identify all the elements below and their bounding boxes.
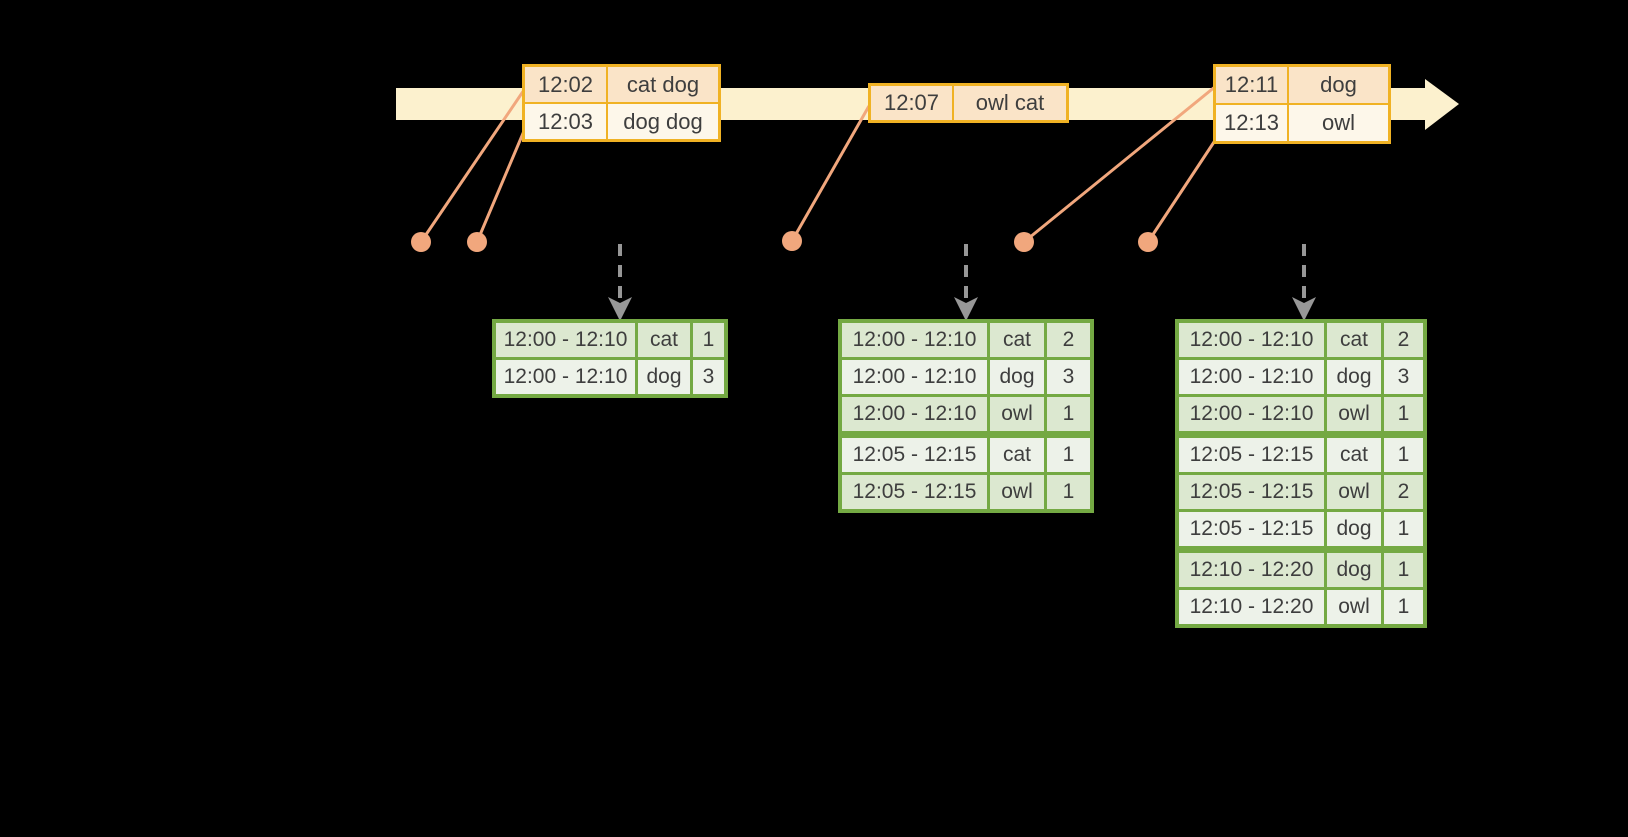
event-dot (411, 232, 431, 252)
connector-line (419, 89, 526, 243)
event-dot (467, 232, 487, 252)
cell-word: owl (990, 475, 1047, 509)
cell-window: 12:00 - 12:10 (1179, 323, 1327, 357)
cell-window: 12:10 - 12:20 (1179, 553, 1327, 587)
cell-window: 12:05 - 12:15 (842, 475, 990, 509)
event-dot (1138, 232, 1158, 252)
cell-time: 12:03 (525, 104, 608, 139)
cell-words: cat dog (608, 67, 718, 102)
cell-word: owl (990, 397, 1047, 431)
timeline-arrowhead-icon (1425, 79, 1459, 130)
cell-count: 3 (1047, 360, 1090, 394)
cell-time: 12:07 (871, 86, 954, 120)
cell-window: 12:10 - 12:20 (1179, 590, 1327, 624)
cell-count: 1 (1384, 553, 1423, 587)
cell-words: owl cat (954, 86, 1066, 120)
cell-time: 12:02 (525, 67, 608, 102)
cell-word: dog (990, 360, 1047, 394)
cell-word: cat (638, 323, 693, 357)
event-dots (411, 231, 1158, 252)
cell-window: 12:00 - 12:10 (842, 397, 990, 431)
cell-time: 12:13 (1216, 105, 1289, 141)
cell-count: 1 (1384, 397, 1423, 431)
cell-words: dog dog (608, 104, 718, 139)
cell-words: dog (1289, 67, 1388, 103)
cell-word: owl (1327, 475, 1384, 509)
cell-count: 1 (693, 323, 724, 357)
cell-count: 1 (1047, 475, 1090, 509)
cell-count: 3 (1384, 360, 1423, 394)
cell-window: 12:00 - 12:10 (842, 360, 990, 394)
cell-window: 12:00 - 12:10 (496, 323, 638, 357)
cell-count: 2 (1047, 323, 1090, 357)
cell-count: 2 (1384, 323, 1423, 357)
cell-word: dog (638, 360, 693, 394)
event-dot (1014, 232, 1034, 252)
cell-time: 12:11 (1216, 67, 1289, 103)
trigger-arrowhead-icon (1292, 297, 1316, 321)
event-dot (782, 231, 802, 251)
cell-window: 12:00 - 12:10 (1179, 397, 1327, 431)
cell-word: dog (1327, 512, 1384, 546)
cell-word: cat (1327, 323, 1384, 357)
cell-word: cat (1327, 438, 1384, 472)
cell-window: 12:00 - 12:10 (496, 360, 638, 394)
cell-count: 2 (1384, 475, 1423, 509)
cell-window: 12:05 - 12:15 (1179, 438, 1327, 472)
cell-word: owl (1327, 397, 1384, 431)
cell-window: 12:05 - 12:15 (1179, 512, 1327, 546)
connector-line (1023, 84, 1217, 244)
connector-line (1146, 138, 1218, 243)
cell-word: dog (1327, 553, 1384, 587)
trigger-arrowhead-icon (954, 297, 978, 321)
trigger-arrows (608, 244, 1316, 321)
connector-line (790, 105, 871, 242)
connector-line (475, 130, 526, 243)
cell-count: 1 (1047, 397, 1090, 431)
cell-count: 3 (693, 360, 724, 394)
cell-count: 1 (1384, 512, 1423, 546)
cell-words: owl (1289, 105, 1388, 141)
cell-window: 12:05 - 12:15 (842, 438, 990, 472)
cell-word: owl (1327, 590, 1384, 624)
cell-count: 1 (1384, 590, 1423, 624)
cell-count: 1 (1047, 438, 1090, 472)
connector-lines (419, 84, 1218, 244)
cell-word: cat (990, 323, 1047, 357)
cell-window: 12:00 - 12:10 (842, 323, 990, 357)
trigger-arrowhead-icon (608, 297, 632, 321)
cell-word: dog (1327, 360, 1384, 394)
cell-window: 12:00 - 12:10 (1179, 360, 1327, 394)
cell-word: cat (990, 438, 1047, 472)
cell-count: 1 (1384, 438, 1423, 472)
cell-window: 12:05 - 12:15 (1179, 475, 1327, 509)
